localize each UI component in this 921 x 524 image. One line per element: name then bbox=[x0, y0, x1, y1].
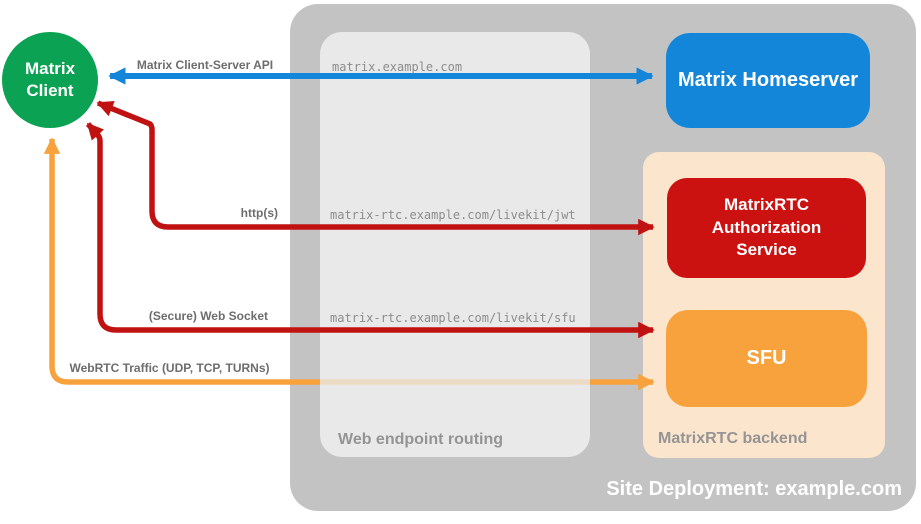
web-endpoint-routing-box: Web endpoint routing bbox=[320, 32, 590, 457]
https-arrow-label: http(s) bbox=[240, 206, 278, 220]
webrtc-traffic-arrow-label: WebRTC Traffic (UDP, TCP, TURNs) bbox=[69, 361, 270, 375]
endpoint-matrix-example-com: matrix.example.com bbox=[332, 60, 463, 74]
matrix-client-node: Matrix Client bbox=[2, 32, 98, 128]
web-socket-arrow-label: (Secure) Web Socket bbox=[148, 309, 268, 323]
web-endpoint-routing-caption: Web endpoint routing bbox=[338, 431, 504, 448]
site-deployment-caption: Site Deployment: example.com bbox=[606, 478, 902, 500]
sfu-node: SFU bbox=[666, 310, 867, 407]
endpoint-livekit-jwt: matrix-rtc.example.com/livekit/jwt bbox=[330, 208, 576, 222]
matrix-homeserver-node: Matrix Homeserver bbox=[666, 33, 870, 128]
matrixrtc-backend-caption: MatrixRTC backend bbox=[658, 430, 808, 447]
client-server-api-arrow-label: Matrix Client-Server API bbox=[136, 58, 274, 72]
matrixrtc-authorization-service-node: MatrixRTC Authorization Service bbox=[667, 178, 866, 278]
webrtc-traffic-arrow bbox=[43, 137, 320, 385]
endpoint-livekit-sfu: matrix-rtc.example.com/livekit/sfu bbox=[330, 311, 576, 325]
